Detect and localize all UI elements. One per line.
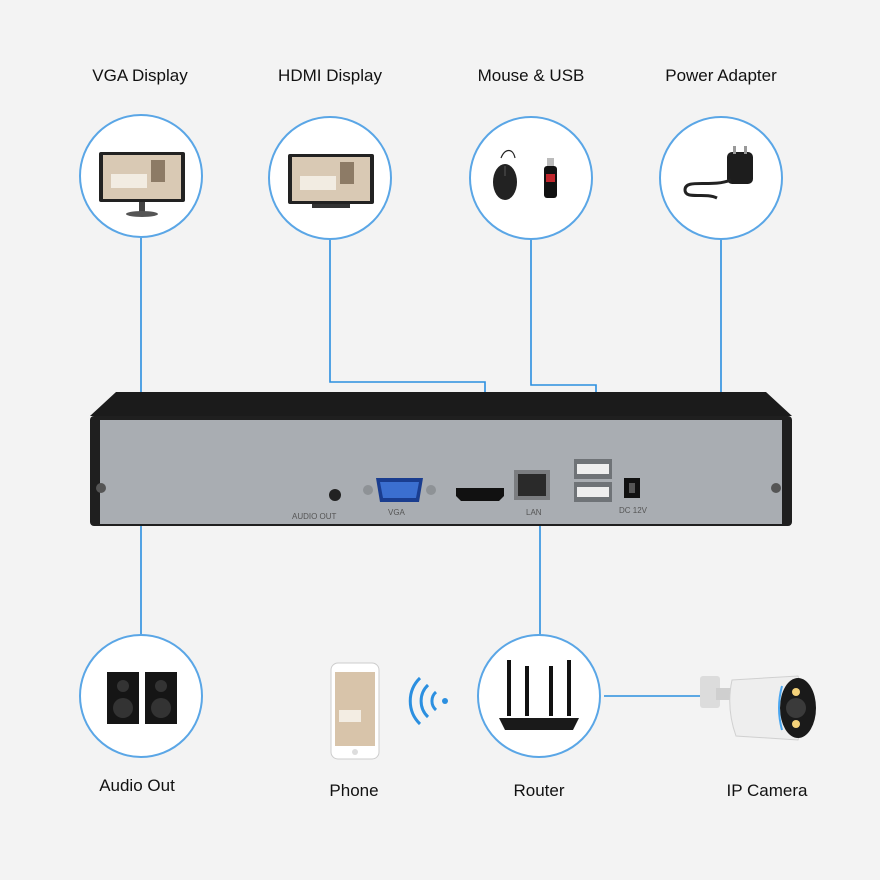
power-adapter-icon — [683, 146, 753, 200]
wifi-icon — [408, 676, 448, 726]
audio-jack-icon — [329, 489, 341, 501]
hdmi-display-circle — [268, 116, 392, 240]
audio-out-label: Audio Out — [99, 776, 175, 795]
nvr-device: AUDIO OUT VGA LAN DC 12V — [90, 392, 792, 526]
usb-stick-icon — [544, 158, 557, 198]
audio-out-port-label: AUDIO OUT — [292, 512, 337, 521]
vga-display-circle — [79, 114, 203, 238]
power-adapter-circle — [659, 116, 783, 240]
vga-display-label: VGA Display — [92, 66, 188, 85]
monitor-icon — [99, 152, 185, 217]
hdmi-display-label: HDMI Display — [278, 66, 382, 85]
lan-port-label: LAN — [526, 508, 542, 517]
router-label: Router — [513, 781, 565, 800]
lan-port-icon — [514, 470, 550, 500]
rear-panel — [100, 420, 782, 524]
phone-icon — [330, 662, 380, 760]
power-adapter-label: Power Adapter — [665, 66, 777, 85]
vga-port-icon — [363, 478, 436, 502]
usb-ports-icon — [574, 459, 612, 502]
phone-label: Phone — [329, 781, 379, 800]
mouse-usb-circle — [469, 116, 593, 240]
screw-icon — [96, 483, 106, 493]
camera-icon — [700, 675, 816, 741]
screw-icon — [771, 483, 781, 493]
audio-out-circle — [79, 634, 203, 758]
router-icon — [499, 660, 579, 730]
vga-port-label: VGA — [388, 508, 406, 517]
dc-port-icon — [624, 478, 640, 498]
mouse-icon — [493, 149, 517, 200]
mouse-usb-label: Mouse & USB — [477, 66, 585, 85]
monitor-icon — [288, 154, 374, 208]
dc-port-label: DC 12V — [619, 506, 648, 515]
speakers-icon — [107, 672, 177, 724]
hdmi-port-icon — [456, 488, 504, 501]
router-circle — [477, 634, 601, 758]
ip-camera-label: IP Camera — [726, 781, 808, 800]
